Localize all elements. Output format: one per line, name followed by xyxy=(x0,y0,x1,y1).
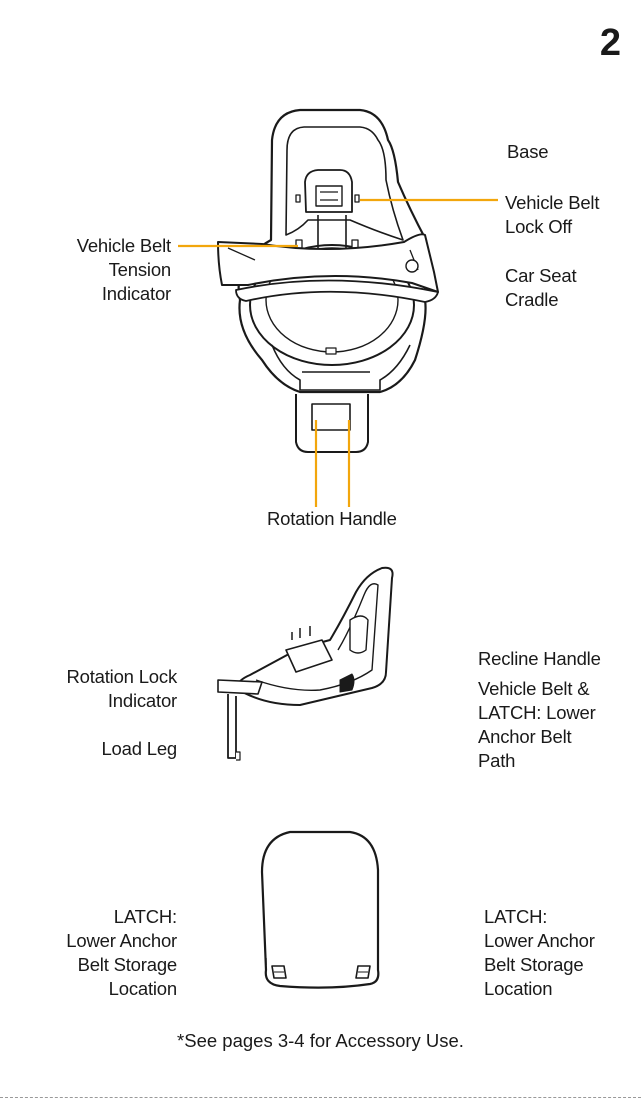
back-view-drawing xyxy=(260,830,380,989)
side-view-drawing xyxy=(217,566,394,761)
label-recline-handle: Recline Handle xyxy=(478,648,601,669)
top-view-drawing xyxy=(217,108,439,453)
label-load-leg: Load Leg xyxy=(101,738,177,759)
footnote: *See pages 3-4 for Accessory Use. xyxy=(177,1030,464,1051)
page-bottom-rule xyxy=(0,1097,641,1099)
label-base: Base xyxy=(507,141,549,162)
page-number: 2 xyxy=(599,22,621,64)
label-rotation-handle: Rotation Handle xyxy=(267,508,397,529)
leader-lines xyxy=(178,198,498,507)
